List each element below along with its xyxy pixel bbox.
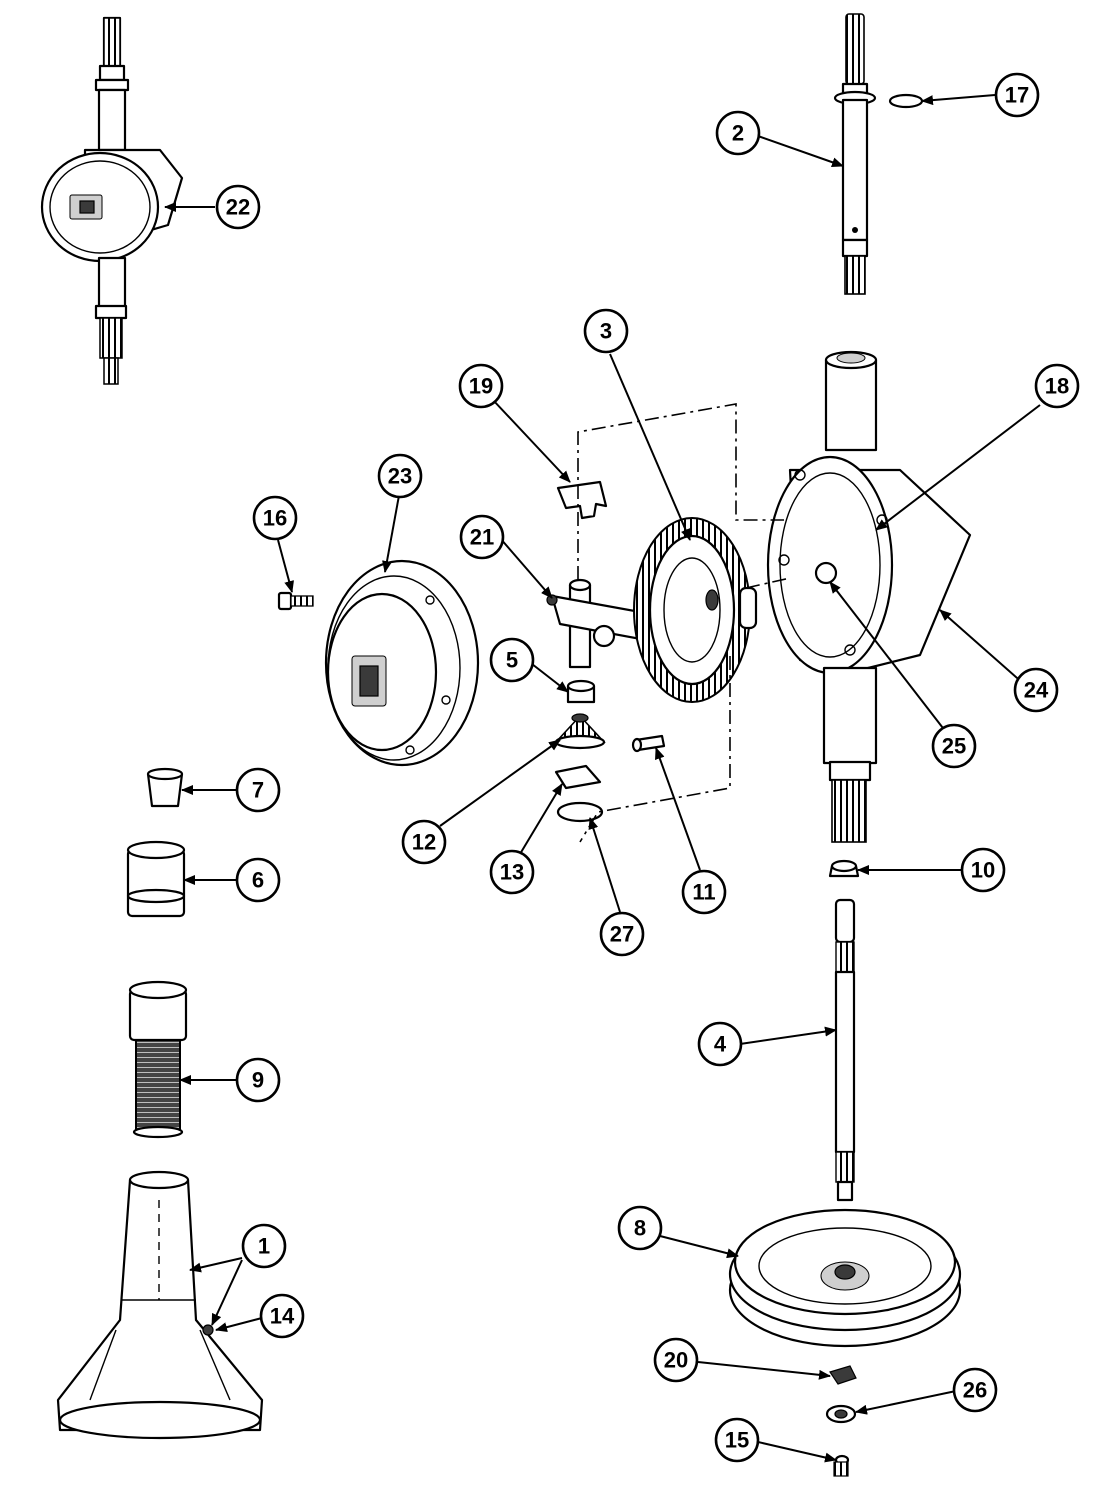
callout-25: 25 [931,723,977,769]
callout-label: 21 [470,525,494,550]
callout-24: 24 [1013,667,1059,713]
spin-tube-part [833,13,877,295]
drive-gear-part [633,517,758,703]
crank-part [546,578,648,669]
transmission-case-part [766,350,972,843]
callout-17: 17 [994,72,1040,118]
agitator-base-part [56,1170,264,1440]
bushing-part [126,840,186,918]
callout-5: 5 [489,637,535,683]
callout-16: 16 [252,495,298,541]
callout-label: 14 [270,1304,295,1329]
callout-19: 19 [458,363,504,409]
pin-part [631,734,666,753]
callout-label: 7 [252,778,264,803]
callout-2: 2 [715,110,761,156]
callout-label: 16 [263,506,287,531]
callout-14: 14 [259,1293,305,1339]
callout-label: 6 [252,868,264,893]
callout-label: 12 [412,830,436,855]
agitator-shaft-part [834,898,856,1202]
callout-21: 21 [459,514,505,560]
transmission-assembly-part [40,16,184,385]
callout-label: 2 [732,121,744,146]
callout-label: 27 [610,922,634,947]
filter-cap-part [146,767,184,808]
collar-part [566,679,596,704]
callout-13: 13 [489,849,535,895]
callout-15: 15 [714,1417,760,1463]
callout-label: 9 [252,1068,264,1093]
callout-10: 10 [960,847,1006,893]
leader-lines [164,94,1041,1463]
callout-label: 5 [506,648,518,673]
callout-label: 3 [600,319,612,344]
retaining-ring-part [888,93,924,109]
callout-27: 27 [599,911,645,957]
callout-23: 23 [377,453,423,499]
pulley-part [728,1208,962,1348]
callout-20: 20 [653,1337,699,1383]
callout-label: 19 [469,374,493,399]
clip-part [556,480,608,520]
bolt-part [833,1454,850,1477]
filter-part [128,980,188,1139]
callout-label: 17 [1005,83,1029,108]
callout-22: 22 [215,184,261,230]
callout-12: 12 [401,819,447,865]
callout-label: 4 [714,1032,727,1057]
callout-4: 4 [697,1021,743,1067]
cover-screw-part [277,591,314,611]
callout-1: 1 [241,1223,287,1269]
callout-6: 6 [235,857,281,903]
callout-label: 23 [388,464,412,489]
callout-26: 26 [952,1367,998,1413]
thrust-plate-part [554,764,602,790]
callout-11: 11 [681,869,727,915]
lock-tab-part [829,1365,857,1385]
callout-3: 3 [583,308,629,354]
callout-label: 26 [963,1378,987,1403]
callout-label: 24 [1024,678,1049,703]
callout-label: 18 [1045,374,1069,399]
callout-8: 8 [617,1205,663,1251]
nut-part [825,1404,857,1424]
transmission-cover-part [324,559,480,767]
pinion-gear-part [554,713,606,750]
washer-part [556,801,604,823]
callout-label: 22 [226,195,250,220]
callout-label: 15 [725,1428,749,1453]
callout-label: 11 [692,880,715,905]
callout-label: 25 [942,734,966,759]
callout-label: 20 [664,1348,688,1373]
callout-label: 10 [971,858,995,883]
callout-label: 1 [258,1234,270,1259]
callout-label: 8 [634,1216,646,1241]
callout-7: 7 [235,767,281,813]
callout-label: 13 [500,860,524,885]
seal-part [828,859,860,878]
callout-18: 18 [1034,363,1080,409]
callout-9: 9 [235,1057,281,1103]
